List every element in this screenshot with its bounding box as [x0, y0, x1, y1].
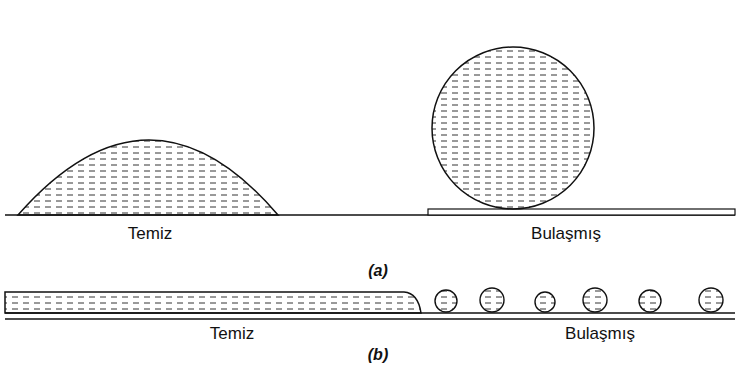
surface-label: Bulaşmış	[565, 325, 635, 344]
liquid-film	[5, 292, 421, 313]
substrate-line	[5, 318, 735, 320]
spread-drop	[18, 140, 278, 215]
panel-label: (a)	[368, 262, 388, 280]
beaded-drop	[432, 47, 594, 209]
surface-label: Temiz	[210, 325, 254, 344]
surface-label: Temiz	[128, 225, 172, 244]
substrate-line	[5, 312, 735, 314]
droplets	[435, 288, 723, 312]
surface-label: Bulaşmış	[531, 225, 601, 244]
panel-label: (b)	[368, 346, 388, 364]
contaminant-film	[428, 209, 735, 215]
